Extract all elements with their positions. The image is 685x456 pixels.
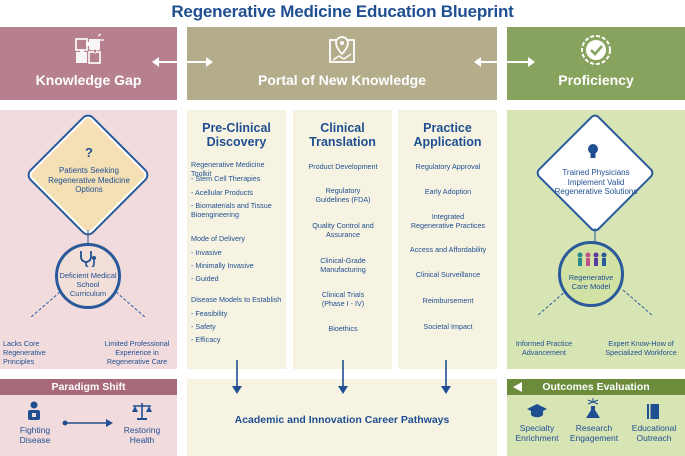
stethoscope-icon xyxy=(80,251,96,267)
graduation-cap-icon xyxy=(527,404,547,418)
left-triangle-icon xyxy=(513,382,522,392)
career-pathways-text: Academic and Innovation Career Pathways xyxy=(234,414,450,426)
list-item: Clinical Surveillance xyxy=(415,270,481,279)
list-item: Bioethics xyxy=(328,324,358,333)
question-mark-icon: ? xyxy=(85,145,93,160)
curriculum-circle xyxy=(55,243,121,309)
proficiency-header: Proficiency xyxy=(507,27,685,100)
list-item: - Stem Cell Therapies xyxy=(191,174,261,183)
knowledge-gap-header: Knowledge Gap xyxy=(0,27,177,100)
list-item: - Acellular Products xyxy=(191,188,253,197)
list-item: - Guided xyxy=(191,274,219,283)
lightbulb-icon xyxy=(588,144,598,158)
educational-outreach-text: Educational Outreach xyxy=(631,423,677,443)
curriculum-text: Deficient Medical School Curriculum xyxy=(59,271,117,298)
left-connector-arrow-icon xyxy=(152,57,213,67)
people-group-icon xyxy=(577,252,607,266)
trained-physicians-text: Trained Physicians Implement Valid Regen… xyxy=(554,168,638,196)
list-item: Product Development xyxy=(308,162,378,171)
left-dashed-lines xyxy=(29,230,147,319)
list-item: - Invasive xyxy=(191,248,222,257)
limited-experience-text: Limited Professional Experience in Regen… xyxy=(104,339,170,366)
lacks-core-text: Lacks Core Regenerative Principles xyxy=(3,339,46,366)
pre-clinical-heading: Pre-Clinical Discovery xyxy=(202,121,271,149)
badge-check-icon xyxy=(579,33,613,67)
fighting-disease-text: Fighting Disease xyxy=(19,425,51,445)
list-item: - Minimally Invasive xyxy=(191,261,254,270)
map-pin-icon xyxy=(325,33,359,67)
outcomes-evaluation-label: Outcomes Evaluation xyxy=(542,381,650,393)
list-item: Integrated Regenerative Practices xyxy=(410,212,486,230)
down-arrows xyxy=(232,360,451,394)
expert-know-how-text: Expert Know-How of Specialized Workforce xyxy=(605,339,677,357)
specialty-enrichment-text: Specialty Enrichment xyxy=(515,423,559,443)
page-title: Regenerative Medicine Education Blueprin… xyxy=(171,2,514,21)
right-arrow-icon xyxy=(62,419,113,427)
paradigm-shift-panel xyxy=(0,395,177,456)
clinical-translation-column: Clinical Translation Product Development… xyxy=(293,110,392,369)
practice-application-column: Practice Application Regulatory Approval… xyxy=(398,110,497,369)
list-item: Clinical-Grade Manufacturing xyxy=(320,256,366,274)
paradigm-shift-bar: Paradigm Shift xyxy=(0,379,177,395)
list-item: Early Adoption xyxy=(424,187,472,196)
list-item: Access and Affordability xyxy=(409,245,487,254)
patient-icon xyxy=(28,401,40,420)
right-connector-arrow-icon xyxy=(474,57,535,67)
list-item: Societal Impact xyxy=(423,322,473,331)
proficiency-label: Proficiency xyxy=(558,72,634,88)
care-model-text: Regenerative Care Model xyxy=(568,273,614,291)
list-item: Reimbursement xyxy=(422,296,474,305)
informed-practice-text: Informed Practice Advancement xyxy=(515,339,573,357)
research-engagement-text: Research Engagement xyxy=(569,423,619,443)
portal-label: Portal of New Knowledge xyxy=(257,72,426,88)
portal-header: Portal of New Knowledge xyxy=(187,27,497,100)
list-item: - Safety xyxy=(191,322,216,331)
list-item: Clinical Trials (Phase I - IV) xyxy=(321,290,365,308)
right-dashed-lines xyxy=(536,228,654,317)
practice-application-heading: Practice Application xyxy=(413,121,482,149)
list-item: Mode of Delivery xyxy=(191,234,245,243)
restoring-health-text: Restoring Health xyxy=(123,425,161,445)
balance-scale-icon xyxy=(132,403,152,420)
care-model-circle xyxy=(558,241,624,307)
list-item: - Feasibility xyxy=(191,309,228,318)
list-item: - Biomaterials and Tissue Bioengineering xyxy=(191,201,272,219)
flask-icon xyxy=(586,398,600,418)
patients-seeking-text: Patients Seeking Regenerative Medicine O… xyxy=(48,166,130,194)
list-item: Quality Control and Assurance xyxy=(312,221,374,239)
list-item: Disease Models to Establish xyxy=(191,295,282,304)
knowledge-gap-label: Knowledge Gap xyxy=(35,72,142,88)
list-item: Regulatory Approval xyxy=(415,162,481,171)
list-item: Regenerative Medicine Toolkit xyxy=(191,160,265,178)
outcomes-evaluation-bar: Outcomes Evaluation xyxy=(507,379,685,395)
clinical-translation-heading: Clinical Translation xyxy=(309,121,376,149)
list-item: - Efficacy xyxy=(191,335,221,344)
puzzle-icon xyxy=(72,33,106,67)
pre-clinical-column: Pre-Clinical Discovery Regenerative Medi… xyxy=(187,110,286,369)
list-item: Regulatory Guidelines (FDA) xyxy=(315,186,371,204)
book-icon xyxy=(647,404,659,419)
